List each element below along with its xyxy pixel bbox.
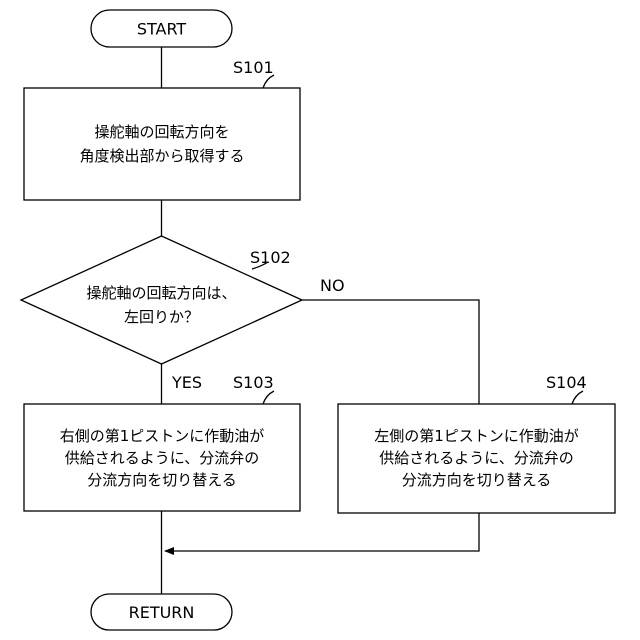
return-label: RETURN (129, 603, 195, 622)
s102-text-line-1: 操舵軸の回転方向は、 (86, 284, 236, 302)
s101-text-line-2: 角度検出部から取得する (79, 147, 244, 165)
s103-text-line-1: 右側の第1ピストンに作動油が (60, 427, 265, 445)
s104-label-leader (572, 391, 583, 404)
s102-step-label: S102 (250, 248, 291, 267)
step-s104: 左側の第1ピストンに作動油が 供給されるように、分流弁の 分流方向を切り替える … (338, 373, 615, 513)
s104-text-line-1: 左側の第1ピストンに作動油が (374, 427, 579, 445)
s103-step-label: S103 (233, 373, 274, 392)
start-label: START (137, 20, 187, 39)
s103-label-leader (263, 391, 274, 404)
s101-process-box (24, 88, 300, 200)
s103-text-line-3: 分流方向を切り替える (87, 471, 237, 489)
s104-text-line-3: 分流方向を切り替える (402, 471, 552, 489)
return-terminal: RETURN (91, 594, 232, 630)
s101-step-label: S101 (233, 58, 274, 77)
s102-text-line-2: 左回りか？ (124, 308, 199, 326)
connector-no-branch (302, 300, 479, 404)
s101-text-line-1: 操舵軸の回転方向を (94, 123, 229, 141)
s104-step-label: S104 (546, 373, 587, 392)
yes-branch-label: YES (171, 373, 202, 392)
step-s102: 操舵軸の回転方向は、 左回りか？ S102 (21, 236, 302, 364)
s103-text-line-2: 供給されるように、分流弁の (65, 449, 260, 467)
start-terminal: START (91, 10, 232, 47)
no-branch-label: NO (320, 276, 345, 295)
s104-text-line-2: 供給されるように、分流弁の (379, 449, 574, 467)
connector-s104-merge-arrow (165, 513, 479, 551)
